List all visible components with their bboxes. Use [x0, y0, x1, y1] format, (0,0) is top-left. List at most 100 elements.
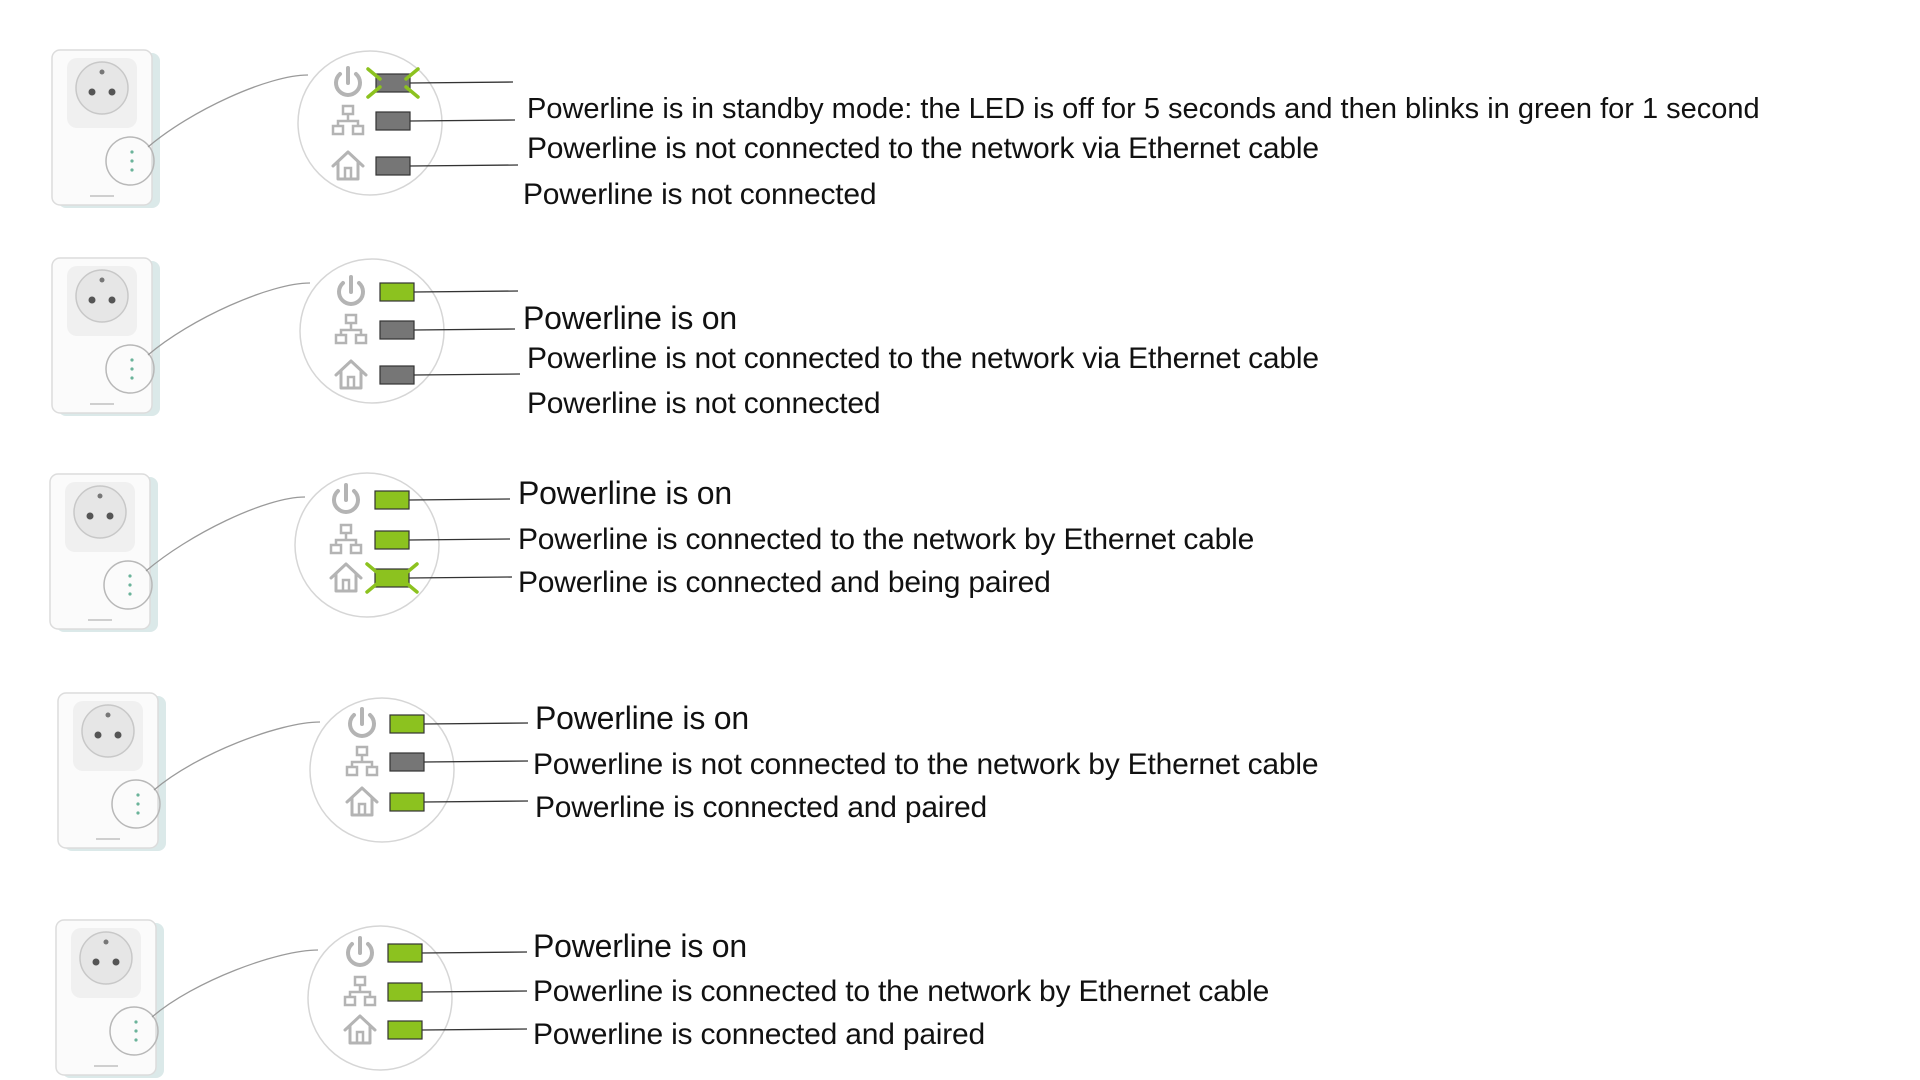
power-led — [375, 73, 411, 93]
leader-line — [423, 722, 529, 725]
row-drawing — [55, 919, 528, 1078]
home-icon — [345, 786, 379, 817]
zoom-connector-line — [147, 74, 309, 148]
magnified-led-panel — [309, 697, 455, 843]
magnified-led-panel — [299, 258, 445, 404]
power-led — [374, 490, 410, 510]
pairing-led — [387, 1020, 423, 1040]
power-icon — [334, 66, 362, 97]
zoom-ring — [111, 779, 161, 829]
ethernet-led — [389, 752, 425, 772]
pairing-led-description: Powerline is not connected — [523, 178, 877, 211]
network-icon — [343, 975, 377, 1007]
home-icon — [343, 1014, 377, 1045]
leader-line — [413, 373, 521, 376]
zoom-ring — [103, 560, 153, 610]
powerline-adapter-image — [51, 49, 160, 208]
power-icon — [346, 936, 374, 967]
power-led — [387, 943, 423, 963]
row-graphics — [49, 472, 513, 632]
network-icon — [329, 523, 363, 555]
row-drawing — [49, 472, 513, 632]
leader-line — [421, 951, 528, 954]
power-led — [389, 714, 425, 734]
led-state-row-3: Powerline is on Powerline is connected t… — [0, 455, 1920, 655]
ethernet-led-description: Powerline is not connected to the networ… — [533, 748, 1319, 781]
leader-line — [413, 328, 516, 331]
powerline-adapter-image — [55, 919, 164, 1078]
zoom-connector-line — [145, 496, 306, 572]
power-led-description: Powerline is on — [533, 928, 748, 964]
zoom-connector-line — [153, 721, 321, 791]
pairing-led-description: Powerline is not connected — [527, 387, 881, 420]
zoom-ring — [105, 136, 155, 186]
brand-mark — [94, 1065, 118, 1067]
led-state-row-5: Powerline is on Powerline is connected t… — [0, 880, 1920, 1080]
row-graphics — [57, 692, 529, 851]
row-drawing — [51, 49, 519, 208]
zoom-connector-line — [151, 949, 319, 1018]
outlet-socket — [73, 485, 127, 539]
leader-line — [408, 538, 511, 541]
ethernet-led-description: Powerline is not connected to the networ… — [527, 132, 1319, 165]
brand-mark — [96, 838, 120, 840]
leader-line — [409, 119, 516, 122]
row-graphics — [51, 49, 519, 208]
leader-line — [408, 576, 513, 579]
ethernet-led-description: Powerline is not connected to the networ… — [527, 342, 1319, 375]
home-icon — [329, 562, 363, 593]
outlet-socket — [81, 704, 135, 758]
pairing-led — [375, 156, 411, 176]
network-icon — [345, 745, 379, 777]
row-graphics — [51, 257, 521, 416]
ethernet-led — [387, 982, 423, 1002]
powerline-adapter-image — [57, 692, 166, 851]
pairing-led-description: Powerline is connected and being paired — [518, 566, 1051, 599]
leader-line — [421, 1028, 528, 1031]
ethernet-led-description: Powerline is connected to the network by… — [518, 523, 1255, 556]
home-icon — [331, 150, 365, 181]
led-state-row-4: Powerline is on Powerline is not connect… — [0, 680, 1920, 880]
power-led-description: Powerline is on — [523, 300, 738, 336]
network-icon — [334, 313, 368, 345]
led-state-row-2: Powerline is on Powerline is not connect… — [0, 240, 1920, 440]
powerline-adapter-image — [51, 257, 160, 416]
outlet-socket — [75, 269, 129, 323]
ethernet-led — [379, 320, 415, 340]
leader-line — [409, 164, 519, 167]
zoom-ring — [105, 344, 155, 394]
led-state-row-1: Powerline is in standby mode: the LED is… — [0, 32, 1920, 232]
blinking-indicator-marks — [366, 67, 420, 99]
pairing-led — [374, 568, 410, 588]
row-graphics — [55, 919, 528, 1078]
leader-line — [408, 498, 511, 501]
power-icon — [337, 275, 365, 306]
leader-line — [409, 81, 514, 84]
power-led-description: Powerline is on — [535, 700, 750, 736]
outlet-socket — [79, 931, 133, 985]
brand-mark — [88, 619, 112, 621]
magnified-led-panel — [294, 472, 440, 618]
power-led-description: Powerline is on — [518, 475, 733, 511]
leader-line — [423, 800, 529, 803]
leader-line — [423, 760, 529, 763]
power-led-description: Powerline is in standby mode: the LED is… — [527, 93, 1760, 125]
ethernet-led — [375, 111, 411, 131]
power-icon — [348, 707, 376, 738]
outlet-socket — [75, 61, 129, 115]
powerline-adapter-image — [49, 473, 158, 632]
pairing-led — [379, 365, 415, 385]
magnified-led-panel — [307, 925, 453, 1071]
pairing-led-description: Powerline is connected and paired — [533, 1018, 986, 1051]
pairing-led — [389, 792, 425, 812]
row-drawing — [51, 257, 521, 416]
blinking-indicator-marks — [365, 562, 419, 594]
power-led — [379, 282, 415, 302]
network-icon — [331, 104, 365, 136]
leader-line — [413, 290, 519, 293]
brand-mark — [90, 403, 114, 405]
zoom-ring — [109, 1006, 159, 1056]
row-drawing — [57, 692, 529, 851]
leader-line — [421, 990, 528, 993]
